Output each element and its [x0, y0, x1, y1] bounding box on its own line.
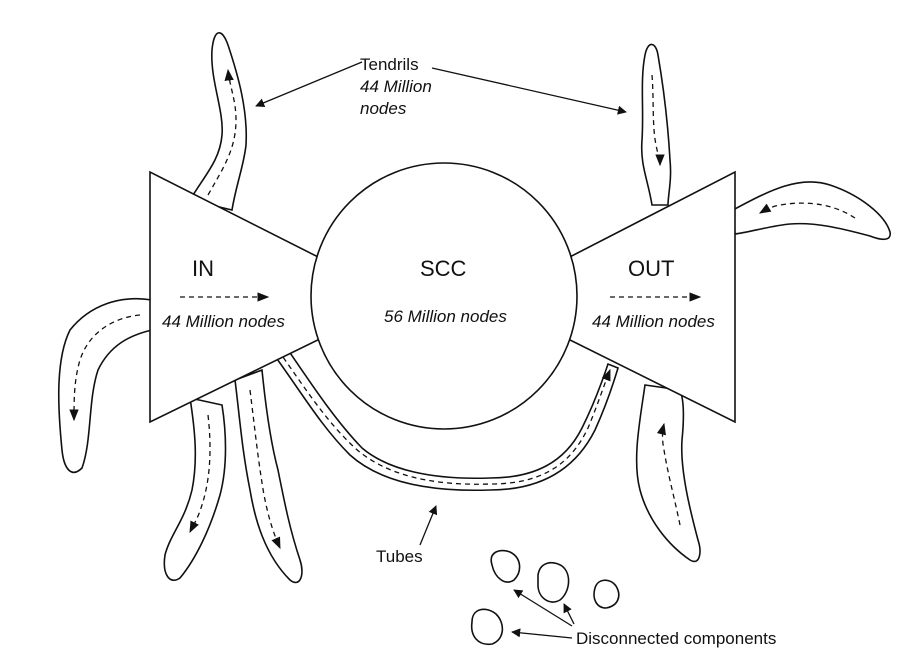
- disconnected-blob-4: [470, 608, 504, 646]
- tendril-in-left: [57, 298, 153, 474]
- disconnected-components: [470, 549, 620, 646]
- tendril-out-lower: [635, 384, 701, 563]
- tendril-in-lower-1: [163, 396, 227, 581]
- scc-component-shape: [310, 162, 578, 430]
- disconnected-blob-2: [537, 561, 570, 603]
- disconnected-blob-1: [490, 549, 521, 583]
- tubes-label: Tubes: [376, 547, 423, 566]
- scc-size-label: 56 Million nodes: [384, 307, 507, 326]
- tendril-in-lower-2: [234, 368, 303, 584]
- out-label: OUT: [628, 256, 674, 281]
- tendril-in-upper: [188, 32, 248, 211]
- out-size-label: 44 Million nodes: [592, 312, 715, 331]
- in-size-label: 44 Million nodes: [162, 312, 285, 331]
- in-label: IN: [192, 256, 214, 281]
- tubes-callout: [419, 505, 438, 546]
- tubes: [270, 342, 619, 492]
- tendril-out-right: [732, 181, 891, 241]
- tendrils-size-line1: 44 Million: [360, 77, 432, 96]
- disconnected-blob-3: [593, 579, 620, 609]
- disconnected-callout: [511, 589, 575, 639]
- disconnected-components-label: Disconnected components: [576, 629, 776, 648]
- tendrils-label: Tendrils: [360, 55, 419, 74]
- tendrils-callout: [255, 61, 627, 115]
- tendril-out-upper: [640, 43, 672, 206]
- tendrils-size-line2: nodes: [360, 99, 407, 118]
- scc-label: SCC: [420, 256, 467, 281]
